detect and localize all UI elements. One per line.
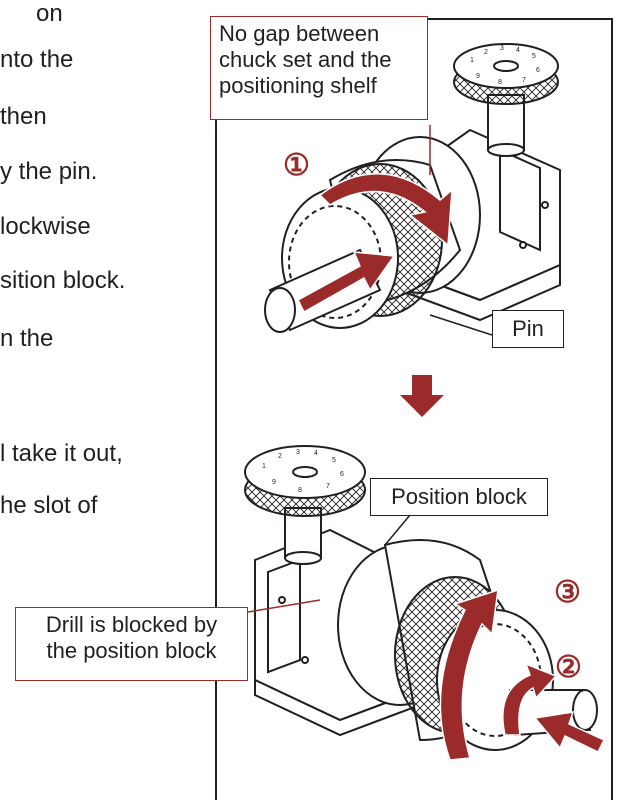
position-block-leader — [384, 514, 411, 546]
instruction-line-8: l take it out, — [0, 440, 123, 467]
down-arrow — [400, 375, 444, 417]
svg-text:4: 4 — [314, 450, 318, 457]
svg-text:7: 7 — [522, 77, 526, 84]
rotation-arrow-1 — [318, 173, 453, 247]
no-gap-line-1: No gap between — [219, 21, 380, 46]
svg-text:9: 9 — [476, 73, 480, 80]
top-dial: 1 2 3 4 56 7 8 9 — [453, 43, 559, 105]
drill-leader — [247, 599, 321, 613]
instruction-line-2: nto the — [0, 46, 74, 73]
rotation-arrow-2 — [502, 662, 558, 736]
svg-text:5: 5 — [332, 457, 336, 464]
step-number-3: ③ — [554, 576, 581, 609]
svg-text:4: 4 — [516, 47, 520, 54]
instruction-line-3: then — [0, 103, 47, 130]
drill-line-2: the position block — [46, 638, 217, 663]
instruction-line-9: he slot of — [0, 492, 98, 519]
svg-text:6: 6 — [536, 67, 540, 74]
push-arrow-bottom — [533, 711, 606, 753]
svg-text:6: 6 — [340, 471, 344, 478]
rotation-arrow-3 — [439, 588, 499, 761]
position-block-label: Position block — [370, 478, 548, 516]
svg-text:5: 5 — [532, 53, 536, 60]
svg-text:3: 3 — [500, 45, 504, 52]
push-arrow-top — [297, 251, 396, 314]
pin-label: Pin — [492, 310, 564, 348]
diagram-illustration: 123 456 789 — [244, 43, 606, 761]
instruction-line-4: y the pin. — [0, 158, 98, 185]
pin-leader — [429, 314, 493, 336]
svg-text:2: 2 — [484, 49, 488, 56]
no-gap-callout: No gap between chuck set and the positio… — [210, 16, 428, 120]
step-number-1: ① — [283, 149, 310, 182]
instruction-line-6: sition block. — [0, 267, 126, 294]
no-gap-line-2: chuck set and the — [219, 47, 392, 72]
no-gap-line-3: positioning shelf — [219, 73, 377, 98]
svg-text:8: 8 — [298, 487, 302, 494]
svg-text:2: 2 — [278, 453, 282, 460]
svg-text:1: 1 — [470, 57, 474, 64]
svg-text:3: 3 — [296, 449, 300, 456]
svg-text:1: 1 — [262, 463, 266, 470]
svg-text:8: 8 — [498, 79, 502, 86]
bottom-dial: 1 2 3 4 56 7 8 9 — [244, 445, 366, 517]
instruction-line-1: on — [36, 0, 63, 27]
step-number-2: ② — [555, 651, 582, 684]
instruction-line-5: lockwise — [0, 213, 91, 240]
drill-line-1: Drill is blocked by — [45, 612, 218, 637]
drill-blocked-callout: Drill is blocked by the position block — [15, 607, 248, 681]
instruction-line-7: n the — [0, 325, 54, 352]
svg-text:7: 7 — [326, 483, 330, 490]
svg-text:9: 9 — [272, 479, 276, 486]
